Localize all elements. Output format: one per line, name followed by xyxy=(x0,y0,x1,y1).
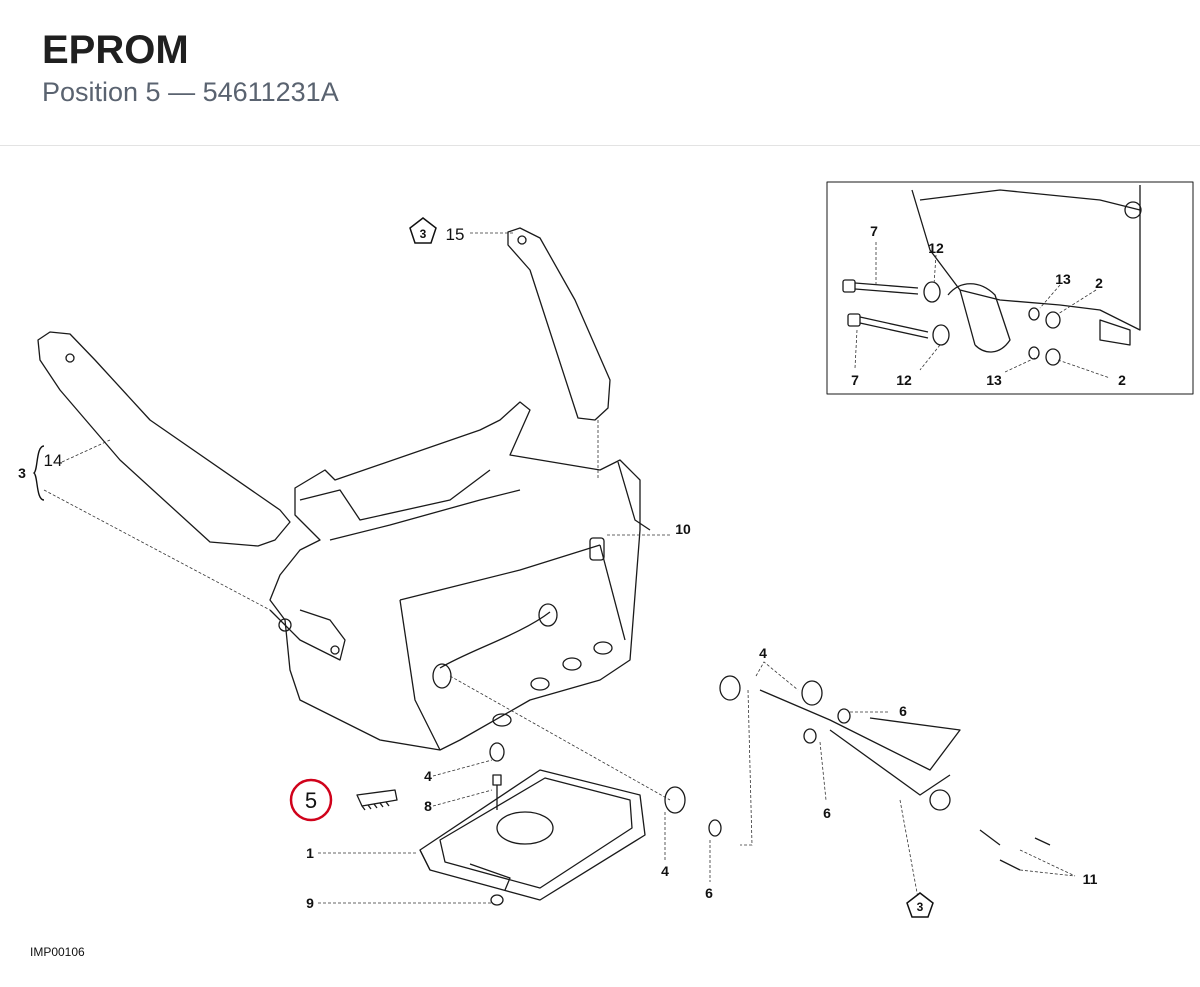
page-subtitle: Position 5 — 54611231A xyxy=(42,77,339,107)
callout-9: 9 xyxy=(306,895,314,911)
callout-6-right: 6 xyxy=(899,703,907,719)
part-14-strap xyxy=(37,331,291,547)
callout-6-lower: 6 xyxy=(705,885,713,901)
callout-4-mid: 4 xyxy=(661,863,669,879)
callout-labels: 3 15 3 14 10 4 8 5 1 9 4 6 4 6 6 3 11 7 … xyxy=(18,223,1126,914)
callout-15: 15 xyxy=(446,225,465,244)
leader-lines xyxy=(43,232,1111,904)
callout-7-top: 7 xyxy=(870,223,878,239)
callout-12-top: 12 xyxy=(928,240,944,256)
callout-2-top: 2 xyxy=(1095,275,1103,291)
pentagon-marker-lower xyxy=(906,892,934,918)
main-frame xyxy=(269,401,651,751)
callout-6-mid: 6 xyxy=(823,805,831,821)
callout-8: 8 xyxy=(424,798,432,814)
page-header: EPROM Position 5 — 54611231A xyxy=(0,0,1200,146)
callout-10: 10 xyxy=(675,521,691,537)
callout-4-right: 4 xyxy=(759,645,767,661)
callout-4-upper: 4 xyxy=(424,768,432,784)
callout-3-pentagon-lower: 3 xyxy=(917,900,924,914)
callout-11: 11 xyxy=(1083,871,1098,887)
callout-3-brace: 3 xyxy=(18,465,26,481)
part-15-bracket xyxy=(507,227,611,421)
pentagon-marker-15 xyxy=(409,217,437,244)
part-5-eprom-chip xyxy=(356,789,398,811)
inset-detail-drawing xyxy=(842,185,1142,366)
callout-markers xyxy=(32,217,934,918)
image-id: IMP00106 xyxy=(30,945,85,959)
callout-13-top: 13 xyxy=(1055,271,1071,287)
callout-14: 14 xyxy=(44,451,63,470)
callout-13-bottom: 13 xyxy=(986,372,1002,388)
callout-1: 1 xyxy=(306,845,314,861)
callout-2-bottom: 2 xyxy=(1118,372,1126,388)
part-1-tray xyxy=(419,769,646,901)
inset-detail-box xyxy=(826,181,1194,395)
callout-12-bottom: 12 xyxy=(896,372,912,388)
hardware-parts xyxy=(489,675,1051,906)
brace-14 xyxy=(32,445,45,501)
callout-7-bottom: 7 xyxy=(851,372,859,388)
callout-5: 5 xyxy=(305,788,317,813)
page-title: EPROM xyxy=(42,28,189,72)
highlight-ring-5 xyxy=(289,778,333,822)
callout-15-pentagon: 3 xyxy=(420,227,427,241)
